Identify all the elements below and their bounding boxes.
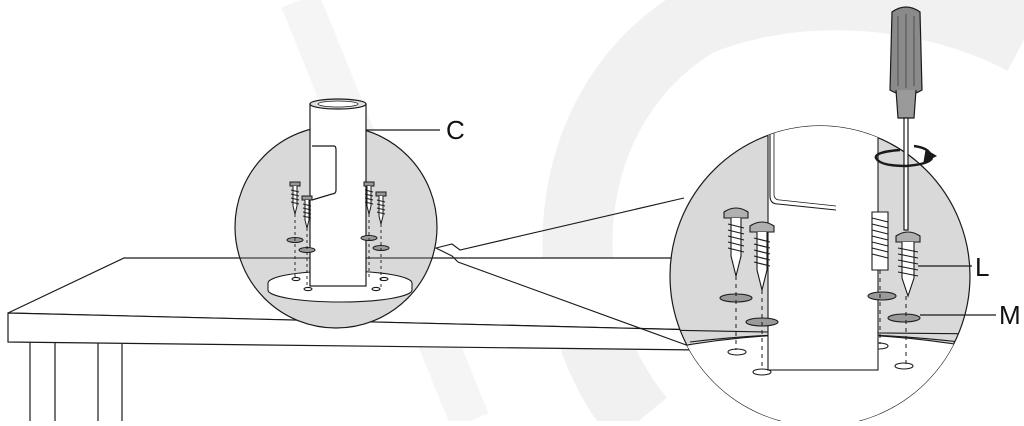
washer [868,292,896,300]
washer-m [888,314,920,322]
screw [872,212,888,270]
post-detail [768,110,878,370]
label-l: L [975,252,989,282]
post-c [310,99,366,286]
label-c: C [446,115,465,145]
label-m: M [999,300,1021,330]
